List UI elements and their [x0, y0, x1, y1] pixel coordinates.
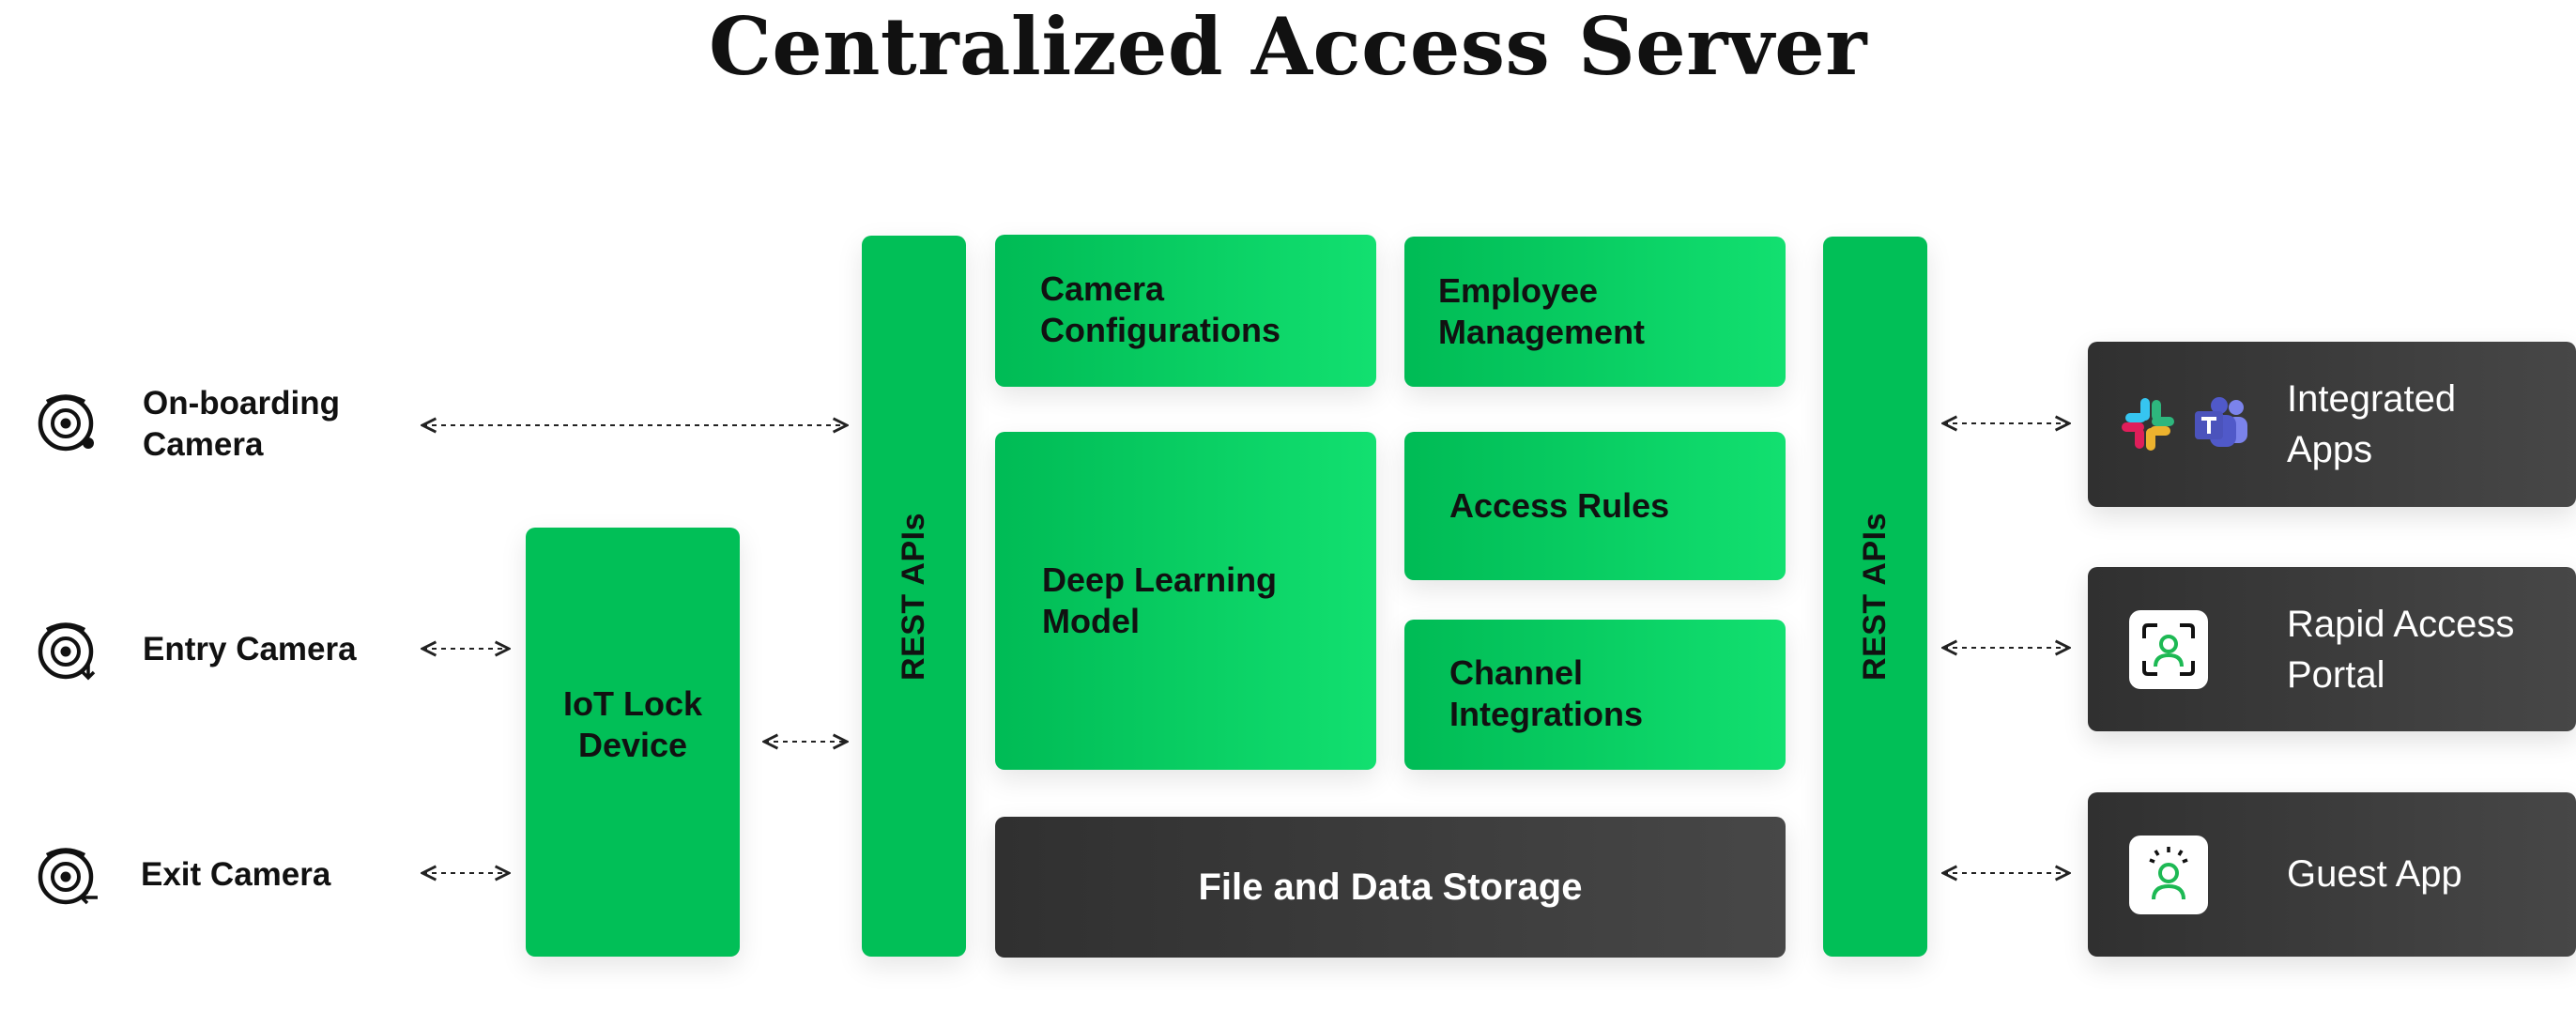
guest-app-tile: [2129, 836, 2208, 914]
deep-learning-model-box: Deep Learning Model: [995, 432, 1376, 770]
guest-user-icon: [2149, 847, 2188, 900]
page-title: Centralized Access Server: [709, 0, 1867, 93]
rest-apis-left-label: REST APIs: [896, 512, 932, 681]
onboarding-camera-icon: [34, 388, 100, 458]
employee-management-box: Employee Management: [1404, 237, 1786, 387]
camera-configurations-label: Camera Configurations: [1040, 269, 1280, 349]
rapid-access-portal-tile: [2129, 610, 2208, 689]
onboarding-camera-label: On-boarding Camera: [143, 385, 340, 463]
integrated-apps-box: Integrated Apps: [2088, 342, 2576, 507]
exit-camera-label: Exit Camera: [141, 856, 331, 893]
rest-apis-left: REST APIs: [862, 236, 966, 957]
iot-lock-device-label: IoT Lock Device: [562, 684, 702, 764]
file-data-storage-box: File and Data Storage: [995, 817, 1786, 958]
entry-camera-icon: [34, 616, 100, 686]
exit-camera-icon: [34, 841, 100, 912]
guest-app-label: Guest App: [2287, 853, 2462, 895]
slack-icon: [2118, 394, 2178, 459]
camera-configurations-box: Camera Configurations: [995, 235, 1376, 387]
channel-integrations-label: Channel Integrations: [1449, 653, 1644, 733]
file-data-storage-label: File and Data Storage: [1198, 866, 1583, 908]
teams-icon: [2191, 394, 2251, 459]
channel-integrations-box: Channel Integrations: [1404, 620, 1786, 770]
rest-apis-right-label: REST APIs: [1857, 513, 1894, 681]
deep-learning-model-label: Deep Learning Model: [1042, 560, 1278, 640]
access-rules-label: Access Rules: [1449, 486, 1670, 525]
guest-app-box: Guest App: [2088, 792, 2576, 957]
employee-management-label: Employee Management: [1438, 271, 1646, 351]
access-rules-box: Access Rules: [1404, 432, 1786, 580]
rapid-access-portal-box: Rapid Access Portal: [2088, 567, 2576, 731]
entry-camera-label: Entry Camera: [143, 631, 357, 667]
rest-apis-right: REST APIs: [1823, 237, 1927, 957]
integrated-apps-label: Integrated Apps: [2287, 378, 2457, 470]
iot-lock-device-box: IoT Lock Device: [526, 528, 740, 957]
face-scan-icon: [2142, 623, 2195, 676]
rapid-access-portal-label: Rapid Access Portal: [2287, 604, 2515, 696]
